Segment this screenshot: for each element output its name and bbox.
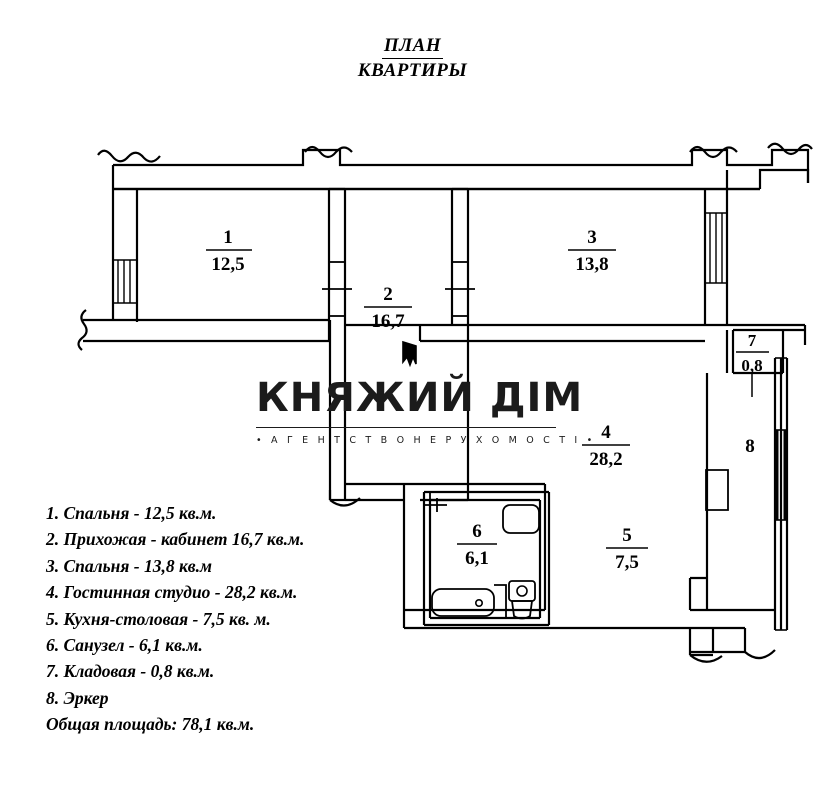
- room-3-number: 3: [587, 227, 597, 248]
- room-2-area: 16,7: [371, 311, 405, 332]
- page-title-line-2: КВАРТИРЫ: [357, 59, 468, 81]
- room4-right-boundary: [688, 576, 709, 610]
- bathroom-walls: [422, 490, 551, 627]
- door-arc-entry: [689, 649, 776, 663]
- partition-room3-right: [703, 170, 729, 325]
- wall-break-marks: [77, 142, 813, 351]
- legend-total-area: Общая площадь: 78,1 кв.м.: [46, 714, 255, 735]
- exterior-bottom-wall: [402, 484, 775, 655]
- door-swing-hall-bottom: [328, 490, 361, 507]
- room-1-number: 1: [223, 227, 233, 248]
- room-2-number: 2: [383, 284, 393, 305]
- legend-item: 7. Кладовая - 0,8 кв.м.: [46, 661, 215, 682]
- bathtub-fixture: [431, 584, 507, 619]
- room-label-group: 1 12,5 2 16,7 3 13,8 4 28,2 5 7,5: [206, 227, 769, 573]
- room-7-number: 7: [748, 331, 757, 350]
- legend-item: 1. Спальня - 12,5 кв.м.: [46, 503, 217, 523]
- room-3-area: 13,8: [575, 254, 608, 275]
- exterior-left-wall: [111, 165, 139, 320]
- legend-item: 3. Спальня - 13,8 кв.м: [46, 555, 212, 576]
- bay-window-number: 8: [745, 436, 755, 457]
- bathroom-door-mark: [424, 492, 447, 512]
- room-6-number: 6: [472, 521, 482, 542]
- room-5-number: 5: [622, 525, 632, 546]
- room-4-number: 4: [601, 422, 611, 443]
- door-opening-room3: [445, 261, 475, 317]
- legend-item: 2. Прихожая - кабинет 16,7 кв.м.: [46, 529, 305, 550]
- niche-rect: [705, 469, 729, 511]
- stair-marker: [402, 340, 417, 368]
- legend-item: 8. Эркер: [46, 687, 109, 708]
- room-1-area: 12,5: [211, 254, 244, 275]
- room-7-area: 0,8: [741, 356, 762, 375]
- door-opening-room1: [322, 261, 352, 317]
- partition-room1-room2: [327, 187, 347, 500]
- room-7-storage: [725, 323, 807, 375]
- legend-item: 4. Гостинная студио - 28,2 кв.м.: [46, 582, 298, 603]
- room-4-area: 28,2: [589, 449, 622, 470]
- room-6-area: 6,1: [465, 548, 489, 569]
- sink-fixture: [502, 504, 540, 534]
- legend-item: 6. Санузел - 6,1 кв.м.: [46, 635, 203, 656]
- room-5-area: 7,5: [615, 552, 639, 573]
- window-left-room1: [113, 259, 137, 304]
- exterior-top-wall: [113, 148, 810, 191]
- bay-window-glazing: [773, 357, 789, 631]
- window-right-room3: [705, 212, 727, 284]
- toilet-fixture: [508, 580, 536, 620]
- partition-room2-room3: [450, 187, 470, 500]
- page-title-line-1: ПЛАН: [381, 35, 444, 59]
- corridor-top-wall: [345, 323, 727, 343]
- page-title: ПЛАН КВАРТИРЫ: [0, 35, 825, 81]
- wall-left-lower-jog: [83, 305, 332, 343]
- legend: 1. Спальня - 12,5 кв.м. 2. Прихожая - ка…: [46, 500, 426, 738]
- legend-item: 5. Кухня-столовая - 7,5 кв. м.: [46, 608, 271, 629]
